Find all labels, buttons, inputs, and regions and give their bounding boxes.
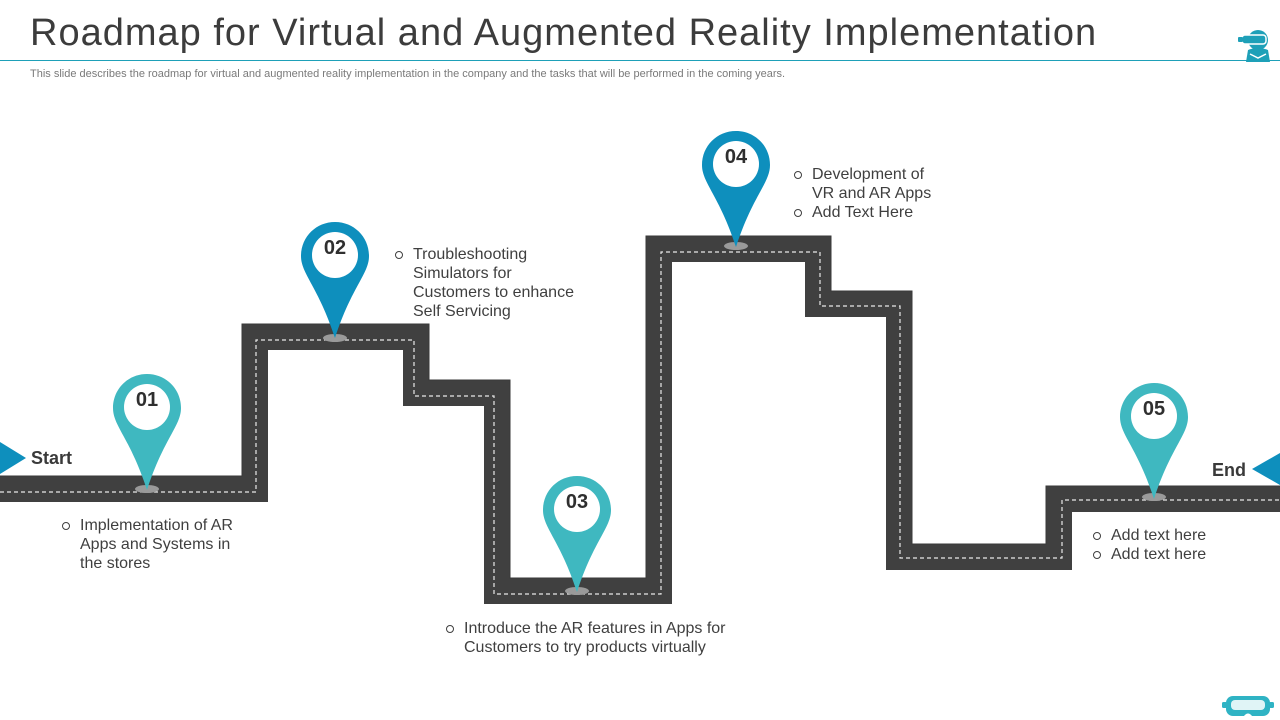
milestone-pin-05: 05: [1119, 381, 1189, 501]
end-label: End: [1212, 460, 1246, 480]
note-item: Add text here: [1093, 545, 1243, 564]
note-item: Add Text Here: [794, 203, 974, 222]
milestone-number-01: 01: [135, 389, 159, 411]
milestone-note-02: Troubleshooting Simulators for Customers…: [395, 245, 595, 321]
map-pin-icon: [301, 222, 369, 338]
milestone-pin-02: 02: [300, 220, 370, 340]
map-pin-icon: [113, 374, 181, 490]
start-arrow-icon: [0, 442, 26, 474]
end-arrow-icon: [1252, 453, 1280, 485]
map-pin-icon: [543, 476, 611, 592]
page-subtitle: This slide describes the roadmap for vir…: [30, 68, 786, 80]
milestone-pin-04: 04: [701, 129, 771, 249]
milestone-pin-01: 01: [112, 372, 182, 492]
note-item: Troubleshooting Simulators for Customers…: [395, 245, 595, 321]
milestone-note-04: Development of VR and AR Apps Add Text H…: [794, 165, 974, 222]
vr-headset-person-icon: [1238, 30, 1270, 62]
note-item: Add text here: [1093, 526, 1243, 545]
note-item: Implementation of AR Apps and Systems in…: [62, 516, 252, 573]
page-title: Roadmap for Virtual and Augmented Realit…: [30, 12, 1098, 54]
map-pin-icon: [1120, 383, 1188, 499]
milestone-number-02: 02: [323, 237, 347, 259]
milestone-pin-03: 03: [542, 474, 612, 594]
note-item: Development of VR and AR Apps: [794, 165, 974, 203]
milestone-number-05: 05: [1142, 398, 1166, 420]
milestone-note-05: Add text here Add text here: [1093, 526, 1243, 564]
map-pin-icon: [702, 131, 770, 247]
milestone-note-03: Introduce the AR features in Apps for Cu…: [446, 619, 766, 657]
milestone-note-01: Implementation of AR Apps and Systems in…: [62, 516, 252, 573]
vr-goggles-icon: [1222, 696, 1274, 716]
milestone-number-04: 04: [724, 146, 748, 168]
milestone-number-03: 03: [565, 491, 589, 513]
note-item: Introduce the AR features in Apps for Cu…: [446, 619, 766, 657]
start-label: Start: [31, 448, 73, 468]
title-divider: [0, 60, 1280, 61]
